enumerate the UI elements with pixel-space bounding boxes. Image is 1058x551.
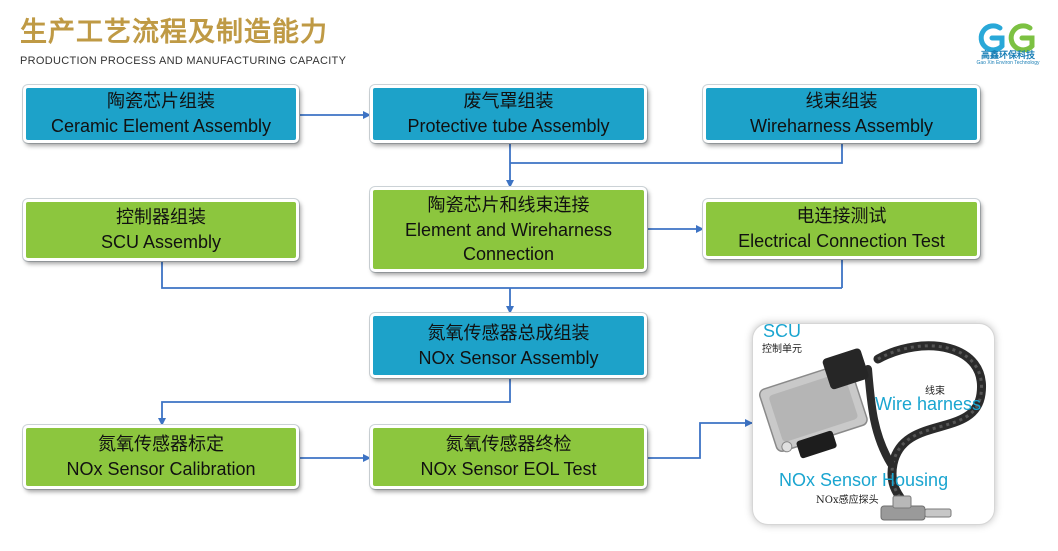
wire-harness-note: 线束 [925,386,945,397]
step-label-en: NOx Sensor Calibration [66,459,256,479]
step-protective-tube-assembly: 废气罩组装 Protective tube Assembly [370,85,647,143]
step-element-wireharness-connection: 陶瓷芯片和线束连接 Element and Wireharness Connec… [370,187,647,272]
step-nox-sensor-assembly: 氮氧传感器总成组装 NOx Sensor Assembly [370,313,647,378]
step-label-en: Wireharness Assembly [749,116,934,136]
step-ceramic-element-assembly: 陶瓷芯片组装 Ceramic Element Assembly [23,85,299,143]
step-label-cn: 氮氧传感器总成组装 [427,322,590,344]
page-title: 生产工艺流程及制造能力 [20,17,328,48]
scu-label: SCU [763,323,802,341]
step-label-cn: 陶瓷芯片和线束连接 [427,194,590,216]
step-label-cn: 废气罩组装 [463,91,554,112]
step-nox-sensor-calibration: 氮氧传感器标定 NOx Sensor Calibration [23,425,299,489]
step-electrical-connection-test: 电连接测试 Electrical Connection Test [703,199,980,259]
company-tagline: Gao Xin Environ Technology [976,60,1040,66]
arrow-eol-to-product [647,419,753,459]
step-label-en: NOx Sensor EOL Test [420,459,597,479]
company-name: 高鑫环保科技 [980,51,1035,61]
step-label-en: NOx Sensor Assembly [418,347,599,368]
line-scu-down [161,262,842,289]
step-nox-sensor-eol-test: 氮氧传感器终检 NOx Sensor EOL Test [370,425,647,489]
step-label-en: Element and Wireharness Connection [404,219,613,264]
step-scu-assembly: 控制器组装 SCU Assembly [23,199,299,261]
sensor-probe [880,495,952,521]
sensor-housing-note: NOx感应探头 [816,495,879,506]
step-label-en: Electrical Connection Test [738,231,945,251]
step-label-cn: 线束组装 [805,91,878,112]
nox-sensor-illustration [758,341,986,521]
company-logo-icon [978,23,1035,53]
step-wireharness-assembly: 线束组装 Wireharness Assembly [703,85,980,143]
sensor-housing-label: NOx Sensor Housing [779,470,949,490]
step-label-en: Protective tube Assembly [407,116,610,136]
step-label-en: Ceramic Element Assembly [50,116,272,136]
arrow-sensor-to-calibration [158,378,511,426]
nox-sensor-product-photo: SCU 控制单元 线束 Wire harness NOx Sensor Hous… [752,323,995,525]
step-label-cn: 陶瓷芯片组装 [107,91,215,112]
step-label-cn: 氮氧传感器终检 [445,434,572,455]
scu-module [758,348,869,459]
step-label-cn: 氮氧传感器标定 [98,434,224,455]
step-label-en: SCU Assembly [100,232,222,252]
page-subtitle: PRODUCTION PROCESS AND MANUFACTURING CAP… [20,55,347,67]
step-label-cn: 控制器组装 [116,207,206,228]
wire-harness-label: Wire harness [875,394,982,414]
step-label-cn: 电连接测试 [796,206,887,227]
line-wireharness-down [510,143,843,164]
scu-note: 控制单元 [762,344,802,355]
